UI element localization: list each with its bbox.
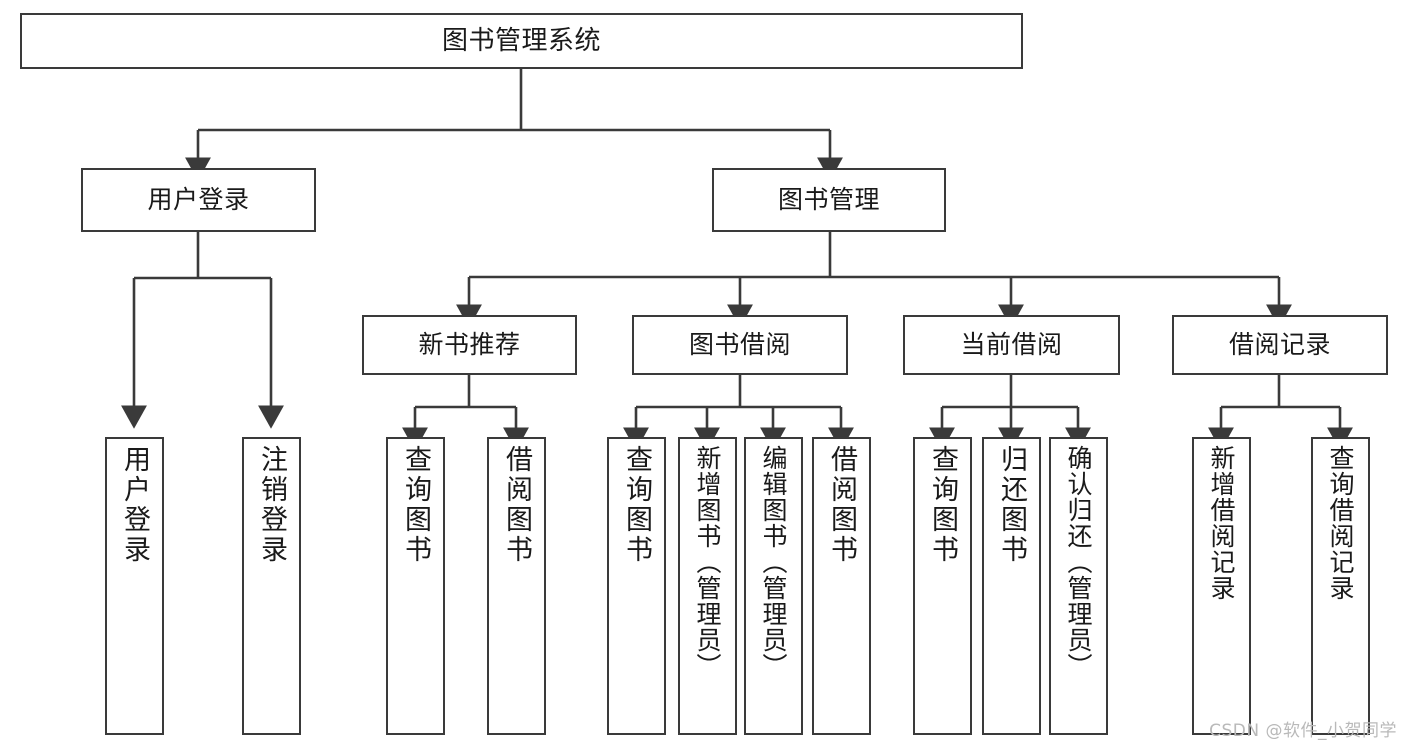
leaf-borrow-book-recommend[interactable]: 借阅图书 [487,437,546,735]
node-book-borrow[interactable]: 图书借阅 [632,315,848,375]
node-user-login[interactable]: 用户登录 [81,168,316,232]
leaf-query-book-current[interactable]: 查询图书 [913,437,972,735]
leaf-edit-book-admin-label: 编辑图书（管理员） [759,445,788,679]
leaf-logout-label: 注销登录 [256,445,287,565]
leaf-edit-book-admin[interactable]: 编辑图书（管理员） [744,437,803,735]
node-current-borrow-label: 当前借阅 [960,330,1063,360]
node-new-book-recommend[interactable]: 新书推荐 [362,315,577,375]
leaf-logout[interactable]: 注销登录 [242,437,301,735]
node-root-label: 图书管理系统 [441,25,601,56]
node-book-borrow-label: 图书借阅 [688,330,791,360]
leaf-borrow-book[interactable]: 借阅图书 [812,437,871,735]
leaf-query-book-recommend[interactable]: 查询图书 [386,437,445,735]
node-book-management-label: 图书管理 [777,185,880,215]
leaf-query-book-borrow[interactable]: 查询图书 [607,437,666,735]
leaf-query-borrow-record[interactable]: 查询借阅记录 [1311,437,1370,735]
leaf-borrow-book-recommend-label: 借阅图书 [501,445,532,565]
leaf-confirm-return-admin[interactable]: 确认归还（管理员） [1049,437,1108,735]
node-root[interactable]: 图书管理系统 [20,13,1023,69]
leaf-confirm-return-admin-label: 确认归还（管理员） [1064,445,1093,679]
leaf-add-book-admin[interactable]: 新增图书（管理员） [678,437,737,735]
node-borrow-records[interactable]: 借阅记录 [1172,315,1388,375]
leaf-user-login[interactable]: 用户登录 [105,437,164,735]
leaf-add-borrow-record[interactable]: 新增借阅记录 [1192,437,1251,735]
node-new-book-recommend-label: 新书推荐 [418,330,521,360]
leaf-borrow-book-label: 借阅图书 [826,445,857,565]
node-borrow-records-label: 借阅记录 [1228,330,1331,360]
leaf-return-book[interactable]: 归还图书 [982,437,1041,735]
node-current-borrow[interactable]: 当前借阅 [903,315,1120,375]
watermark: CSDN @软件_小贺同学 [1209,721,1397,741]
leaf-return-book-label: 归还图书 [996,445,1027,565]
node-book-management[interactable]: 图书管理 [712,168,946,232]
leaf-add-book-admin-label: 新增图书（管理员） [693,445,722,679]
leaf-query-borrow-record-label: 查询借阅记录 [1326,445,1355,601]
leaf-query-book-current-label: 查询图书 [927,445,958,565]
leaf-query-book-recommend-label: 查询图书 [400,445,431,565]
leaf-user-login-label: 用户登录 [119,445,150,565]
node-user-login-label: 用户登录 [147,185,250,215]
leaf-query-book-borrow-label: 查询图书 [621,445,652,565]
leaf-add-borrow-record-label: 新增借阅记录 [1207,445,1236,601]
